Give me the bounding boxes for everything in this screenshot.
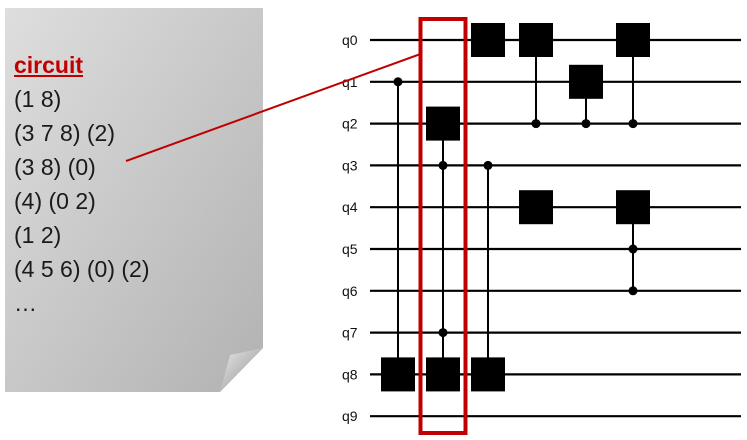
- gate-box: [426, 106, 460, 141]
- qubit-label: q8: [342, 366, 358, 382]
- gate-box: [471, 357, 505, 392]
- document-fold: [220, 348, 263, 392]
- document-page: [5, 8, 263, 392]
- gate-box: [616, 23, 650, 57]
- gate-box: [569, 64, 603, 99]
- document-line: (3 8) (0): [14, 154, 96, 180]
- qubit-label: q4: [342, 199, 358, 215]
- document-icon: [5, 8, 263, 392]
- document-line: (1 8): [14, 86, 62, 112]
- qubit-label: q6: [342, 283, 358, 299]
- gate-box: [471, 23, 505, 57]
- control-dot: [393, 77, 403, 87]
- qubit-label: q2: [342, 116, 358, 132]
- document-line: (3 7 8) (2): [14, 120, 115, 146]
- leader-line: [125, 53, 421, 162]
- control-dot: [438, 328, 448, 338]
- control-dot: [628, 286, 638, 296]
- control-dot: [581, 119, 591, 129]
- gate-box: [381, 357, 415, 392]
- qubit-label: q7: [342, 325, 358, 341]
- gate-box: [426, 357, 460, 392]
- gate-box: [616, 190, 650, 225]
- document-heading: circuit: [14, 52, 84, 78]
- control-dot: [628, 244, 638, 254]
- document-line: …: [14, 290, 37, 316]
- gate-box: [519, 190, 553, 225]
- highlight-frame: [418, 17, 468, 435]
- document-line: (4 5 6) (0) (2): [14, 256, 150, 282]
- gate-box: [519, 23, 553, 57]
- control-dot: [438, 160, 448, 170]
- control-dot: [483, 160, 493, 170]
- qubit-label: q5: [342, 241, 358, 257]
- qubit-label: q0: [342, 32, 358, 48]
- qubit-label: q3: [342, 157, 358, 173]
- qubit-label: q9: [342, 408, 358, 424]
- document-line: (1 2): [14, 222, 62, 248]
- control-dot: [531, 119, 541, 129]
- control-dot: [628, 119, 638, 129]
- document-line: (4) (0 2): [14, 188, 96, 214]
